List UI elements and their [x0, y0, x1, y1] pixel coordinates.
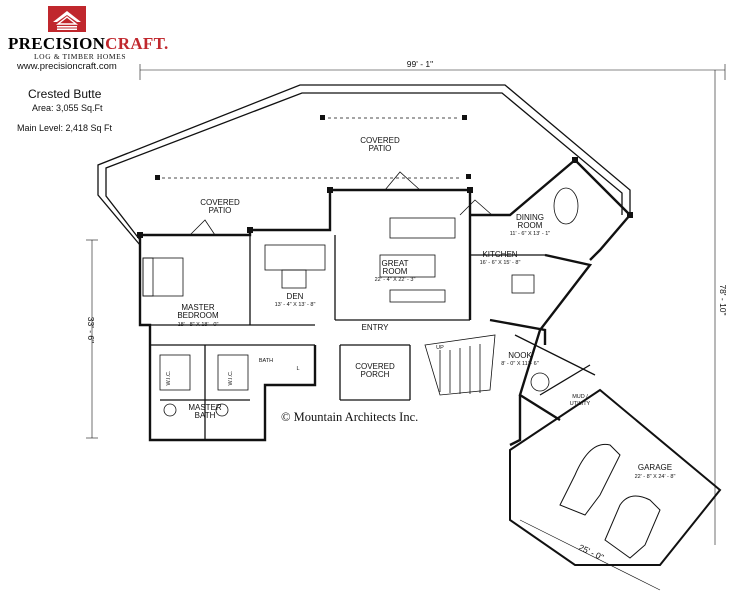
precisioncraft-logo-icon [48, 6, 86, 32]
brand-precision: PRECISION [8, 34, 106, 53]
plan-main-level: Main Level: 2,418 Sq Ft [17, 123, 113, 133]
label-mud-utility-2: UTILITY [570, 401, 591, 407]
plan-area: Area: 3,055 Sq.Ft [32, 103, 103, 113]
website-link[interactable]: www.precisioncraft.com [17, 61, 117, 72]
label-mud-utility: MUD / [572, 394, 588, 400]
dim-overall-depth: 78' - 10" [718, 284, 728, 315]
label-entry: ENTRY [362, 323, 390, 332]
label-dining-room-size: 11' - 6" X 13' - 1" [510, 231, 550, 237]
label-wic-left: W.I.C. [166, 370, 172, 385]
label-great-room-size: 22' - 4" X 22' - 3" [375, 277, 416, 283]
label-nook-size: 8' - 0" X 11' - 6" [501, 361, 538, 367]
dimension-lines [86, 64, 726, 591]
dim-garage-width: 25' - 0" [577, 542, 605, 562]
label-garage: GARAGE [638, 463, 672, 472]
label-master-bedroom-size: 18' - 8" X 18' - 0" [178, 322, 219, 328]
label-great-room-2: ROOM [383, 267, 408, 276]
covered-patio-outline [97, 84, 631, 246]
label-covered-patio-top: COVERED [360, 136, 400, 145]
label-master-bedroom-2: BEDROOM [177, 311, 219, 320]
label-dining-room-2: ROOM [518, 221, 543, 230]
brand-name: PRECISIONCRAFT. [8, 34, 169, 54]
stairs [424, 334, 496, 396]
label-garage-size: 22' - 8" X 24' - 8" [635, 474, 676, 480]
label-dining-room: DINING [516, 213, 544, 222]
label-den: DEN [287, 292, 304, 301]
label-master-bath-2: BATH [195, 411, 216, 420]
patio-beams [162, 117, 462, 179]
label-master-bath: MASTER [188, 403, 222, 412]
label-covered-patio-top-2: PATIO [369, 144, 392, 153]
dim-overall-width: 99' - 1" [407, 59, 433, 69]
label-linen: L [296, 366, 299, 372]
label-master-bedroom: MASTER [181, 303, 215, 312]
furniture [142, 187, 579, 417]
plan-title: Crested Butte [28, 87, 102, 101]
label-nook: NOOK [508, 351, 532, 360]
label-covered-patio-left-2: PATIO [209, 206, 232, 215]
brand-craft: CRAFT. [105, 34, 169, 53]
label-den-size: 13' - 4" X 13' - 8" [275, 302, 316, 308]
truss-peaks [189, 171, 493, 236]
label-covered-porch: COVERED [355, 362, 395, 371]
copyright-notice: © Mountain Architects Inc. [281, 410, 419, 424]
label-covered-porch-2: PORCH [361, 370, 390, 379]
garage-cars [559, 443, 661, 559]
label-great-room: GREAT [382, 259, 409, 268]
dim-left-depth: 33' - 6" [86, 317, 96, 343]
label-bath: BATH [259, 358, 273, 364]
label-kitchen-size: 16' - 6" X 15' - 8" [480, 260, 521, 266]
posts [137, 115, 633, 238]
label-kitchen: KITCHEN [482, 250, 517, 259]
label-covered-patio-left: COVERED [200, 198, 240, 207]
brand-tagline: LOG & TIMBER HOMES [34, 52, 127, 61]
interior-walls [140, 235, 596, 440]
label-wic-right: W.I.C. [228, 370, 234, 385]
label-up: UP [436, 345, 444, 351]
